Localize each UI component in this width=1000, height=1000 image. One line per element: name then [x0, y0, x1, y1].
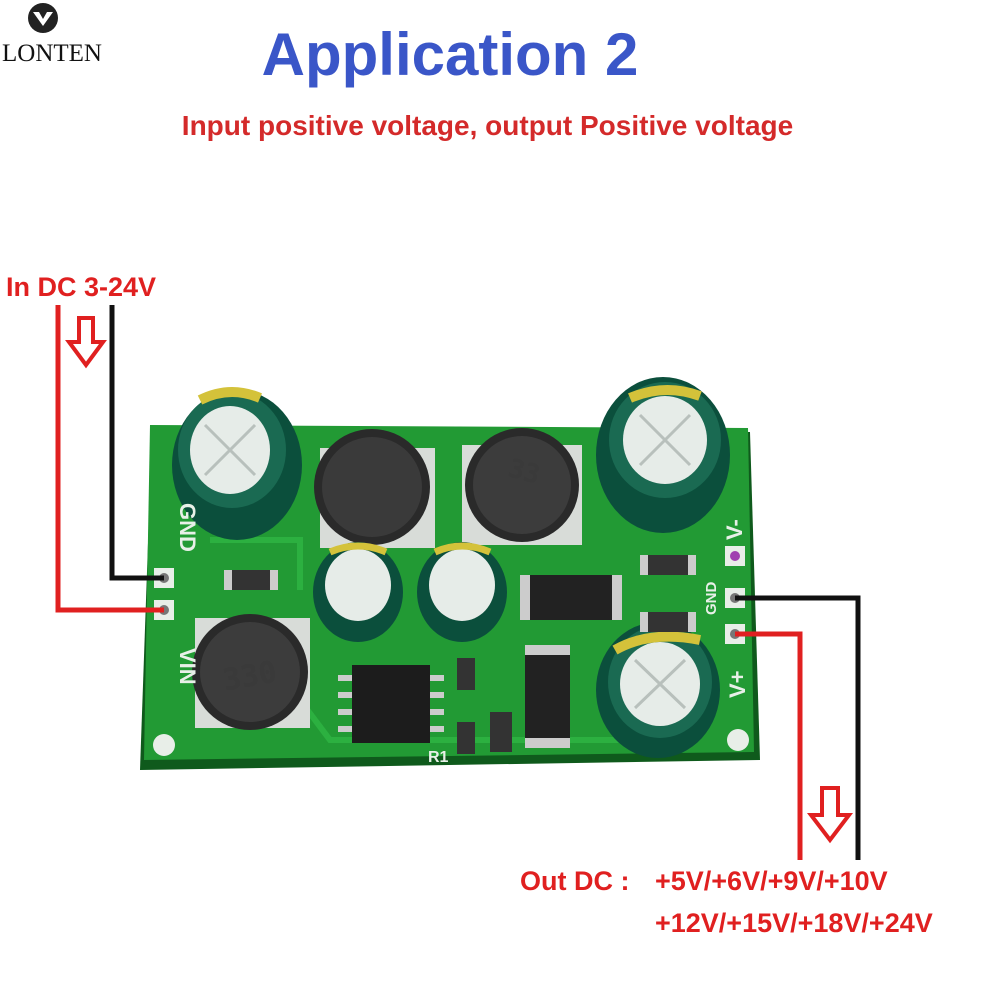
capacitor-top-right [596, 377, 730, 533]
output-voltages-line2: +12V/+15V/+18V/+24V [655, 908, 933, 938]
inductor-bottom-left: 330 [192, 614, 308, 730]
capacitor-bottom-right [596, 622, 720, 758]
mounting-hole [153, 734, 175, 756]
input-arrow-icon [65, 316, 107, 369]
output-arrow-icon [806, 786, 854, 844]
capacitor-small-left [313, 542, 403, 642]
output-positive-wire [735, 631, 803, 860]
silk-gnd-right: GND [703, 582, 720, 616]
smd-capacitor [490, 712, 512, 752]
mounting-hole [727, 729, 749, 751]
page-title: Application 2 [261, 21, 639, 88]
input-ground-wire [109, 305, 164, 581]
capacitor-top-left [172, 386, 302, 540]
output-label-prefix: Out DC : [520, 866, 630, 896]
inductor-top-left [314, 429, 430, 545]
output-ground-wire [735, 595, 861, 860]
smd-resistor [645, 612, 691, 632]
brand-name: LONTEN [2, 40, 102, 67]
silk-v-minus: V- [722, 519, 747, 540]
lonten-logo-icon [28, 3, 58, 33]
silk-r1: R1 [428, 749, 449, 766]
output-voltages-line1: +5V/+6V/+9V/+10V [655, 866, 888, 896]
diode [525, 650, 570, 740]
smd-resistor [228, 570, 274, 590]
capacitor-small-right [417, 542, 507, 642]
smd-resistor [645, 555, 691, 575]
diode [525, 575, 615, 620]
page-subtitle: Input positive voltage, output Positive … [181, 110, 794, 141]
silk-gnd-left: GND [175, 503, 200, 552]
inductor-top-right: 33 [465, 428, 579, 542]
silk-v-plus: V+ [725, 670, 750, 698]
input-positive-wire [55, 305, 164, 613]
silk-vin: VIN [175, 648, 200, 685]
ic-chip [338, 665, 444, 743]
input-voltage-label: In DC 3-24V [6, 272, 157, 302]
smd-resistor [457, 722, 475, 754]
output-pins [725, 546, 745, 644]
smd-resistor [457, 658, 475, 690]
